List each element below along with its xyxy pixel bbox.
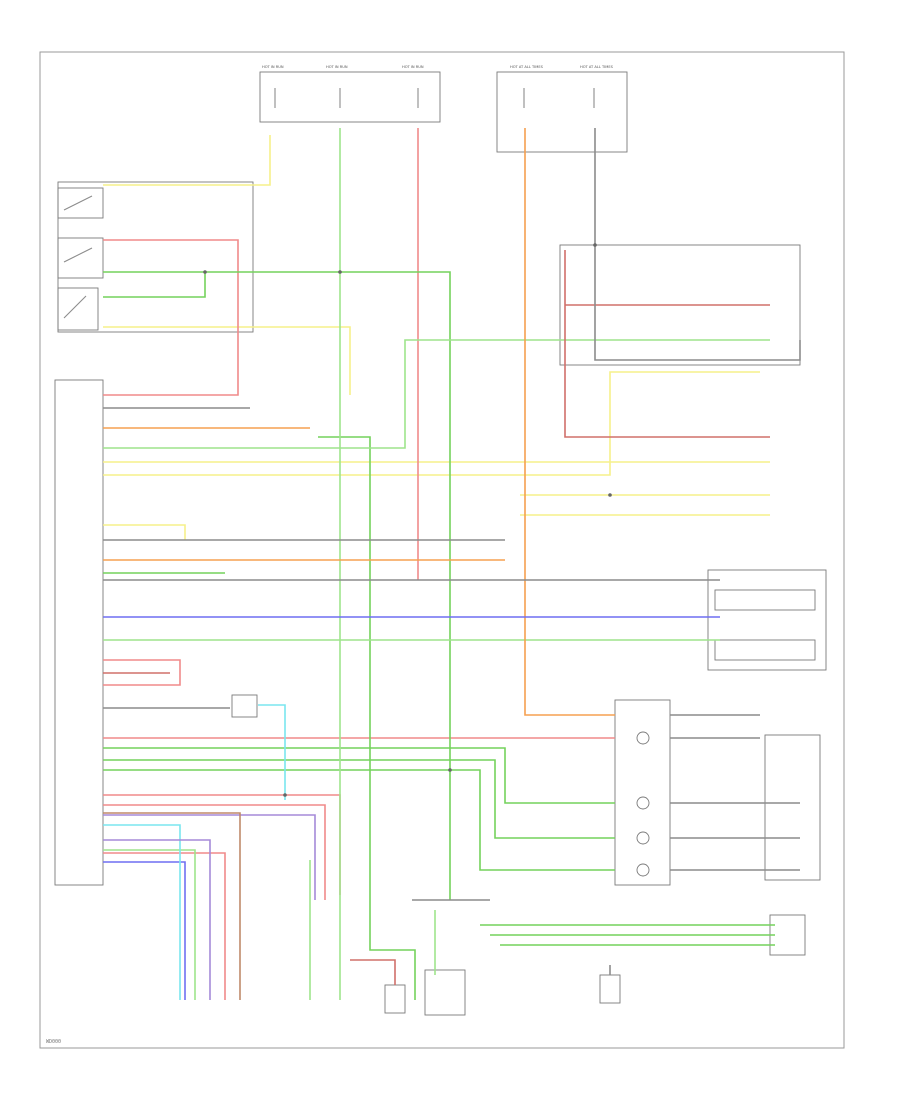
ground-connector-2 — [599, 974, 621, 1004]
wire-yellow — [103, 135, 271, 186]
speed-indicator — [714, 589, 816, 611]
combination-switch — [57, 181, 254, 333]
roll-contact-1 — [636, 731, 650, 745]
switch-2 — [57, 237, 104, 279]
splice — [608, 493, 612, 497]
wire-violet — [103, 839, 211, 1000]
wire-cyan — [103, 824, 181, 1000]
wires — [103, 128, 801, 1000]
wire-blue — [103, 861, 186, 1000]
wire-brown — [103, 812, 241, 1000]
brake-switch — [231, 694, 258, 718]
engine-control-module — [54, 379, 104, 886]
splices — [203, 243, 612, 797]
wire-yellow — [103, 326, 351, 395]
cruise-control-main-switch — [559, 244, 801, 366]
wire-black — [594, 128, 801, 361]
transmission-control-module — [424, 969, 466, 1016]
splice — [593, 243, 597, 247]
wire-light-green — [103, 849, 196, 1000]
fuse-boxes: HOT IN RUN HOT IN RUN HOT IN RUN HOT AT … — [259, 65, 628, 153]
wire-red — [103, 794, 341, 895]
wire-red — [103, 852, 226, 1000]
wire-green — [103, 272, 206, 298]
wire-light-green — [103, 339, 770, 449]
wire-dark-red — [564, 250, 770, 438]
roll-contact-3 — [636, 831, 650, 845]
transmission-range-switch — [769, 914, 806, 956]
wire-red — [103, 804, 326, 900]
splice — [203, 270, 207, 274]
wire-yellow — [103, 524, 186, 540]
wire-cyan — [258, 704, 286, 800]
switch-housing — [57, 181, 254, 333]
fuse-label-2: HOT IN RUN — [326, 65, 348, 69]
wire-green — [318, 436, 416, 1000]
wire-yellow — [103, 371, 760, 476]
switch-contact-2 — [63, 247, 93, 263]
splice — [338, 270, 342, 274]
splice — [283, 793, 287, 797]
cruise-control-switch — [764, 734, 821, 881]
page-code: WD000 — [46, 1039, 61, 1045]
wire-green — [103, 769, 615, 871]
fuse-label-4: HOT AT ALL TIMES — [510, 65, 544, 69]
fuse-label-5: HOT AT ALL TIMES — [580, 65, 614, 69]
wire-orange — [524, 128, 615, 716]
splice — [448, 768, 452, 772]
combination-meter — [707, 569, 827, 671]
switch-contact-3 — [63, 295, 87, 319]
wire-green — [103, 747, 615, 804]
switch-3 — [57, 287, 99, 331]
wire-violet — [103, 814, 316, 900]
diagram-frame — [39, 51, 845, 1049]
fuse-label-1: HOT IN RUN — [262, 65, 284, 69]
fuse-box-right — [496, 71, 628, 153]
steering-roll-connector — [614, 699, 671, 886]
wire-red — [103, 659, 181, 686]
wire-red — [103, 239, 239, 396]
wire-green — [103, 759, 615, 839]
wire-green — [103, 271, 451, 900]
switch-contact-1 — [63, 195, 93, 211]
switch-1 — [57, 187, 104, 219]
ground-connector-1 — [384, 984, 406, 1014]
fuse-label-3: HOT IN RUN — [402, 65, 424, 69]
fuse-box-left — [259, 71, 441, 123]
roll-contact-2 — [636, 796, 650, 810]
set-indicator — [714, 639, 816, 661]
roll-contact-4 — [636, 863, 650, 877]
wire-dark-red — [350, 959, 396, 985]
